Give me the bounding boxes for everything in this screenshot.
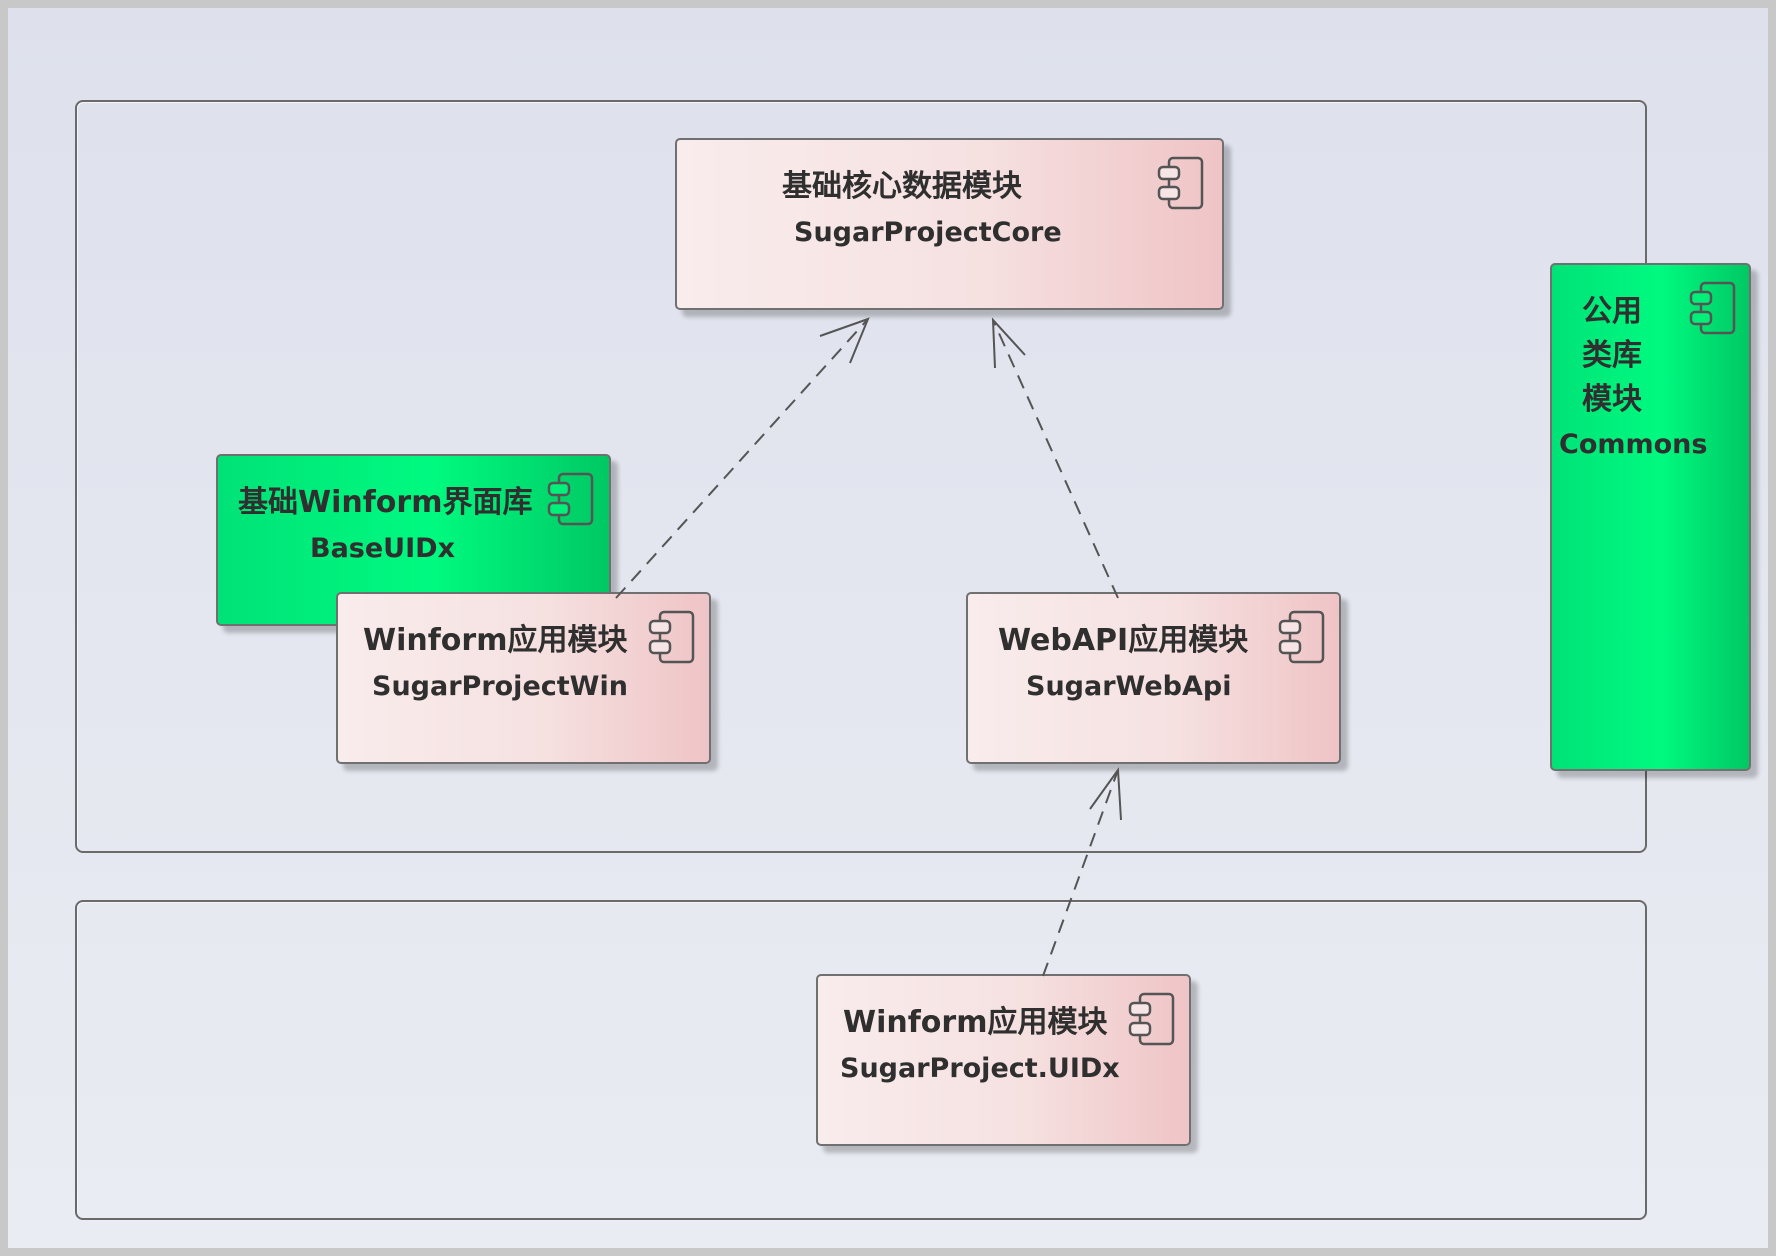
win-name: SugarProjectWin [372, 671, 628, 702]
win-title: Winform应用模块 [363, 623, 628, 658]
baseui-title: 基础Winform界面库 [238, 485, 533, 520]
component-icon [1278, 610, 1325, 664]
dependency-webapi-to-core[interactable] [991, 317, 1119, 599]
component-commons[interactable]: 公用 类库 模块 Commons [1550, 263, 1751, 771]
component-sugar-project-core[interactable]: 基础核心数据模块 SugarProjectCore [675, 138, 1224, 310]
component-icon [1689, 281, 1736, 335]
component-icon [1128, 992, 1175, 1046]
commons-title-line-3: 模块 [1582, 382, 1642, 417]
commons-name: Commons [1559, 429, 1708, 460]
dependency-connectors [615, 317, 1122, 977]
uidx-title: Winform应用模块 [843, 1005, 1108, 1040]
component-sugar-project-win[interactable]: Winform应用模块 SugarProjectWin [336, 592, 711, 764]
commons-title-line-1: 公用 [1582, 294, 1642, 329]
diagram-canvas: 公用 类库 模块 Commons 基础核心数据模块 SugarProjectCo… [8, 8, 1768, 1248]
lower-layer-frame [75, 900, 1647, 1220]
component-icon [1157, 156, 1204, 210]
uidx-name: SugarProject.UIDx [840, 1053, 1120, 1084]
core-title: 基础核心数据模块 [782, 169, 1022, 204]
core-name: SugarProjectCore [794, 217, 1062, 248]
webapi-name: SugarWebApi [1026, 671, 1232, 702]
component-sugar-web-api[interactable]: WebAPI应用模块 SugarWebApi [966, 592, 1341, 764]
component-icon [648, 610, 695, 664]
component-sugar-project-uidx[interactable]: Winform应用模块 SugarProject.UIDx [816, 974, 1191, 1146]
component-icon [547, 472, 594, 526]
dependency-uidx-to-webapi[interactable] [1042, 767, 1122, 977]
commons-title-line-2: 类库 [1582, 338, 1642, 373]
webapi-title: WebAPI应用模块 [998, 623, 1249, 658]
baseui-name: BaseUIDx [310, 533, 455, 564]
dependency-win-to-core[interactable] [615, 317, 870, 599]
